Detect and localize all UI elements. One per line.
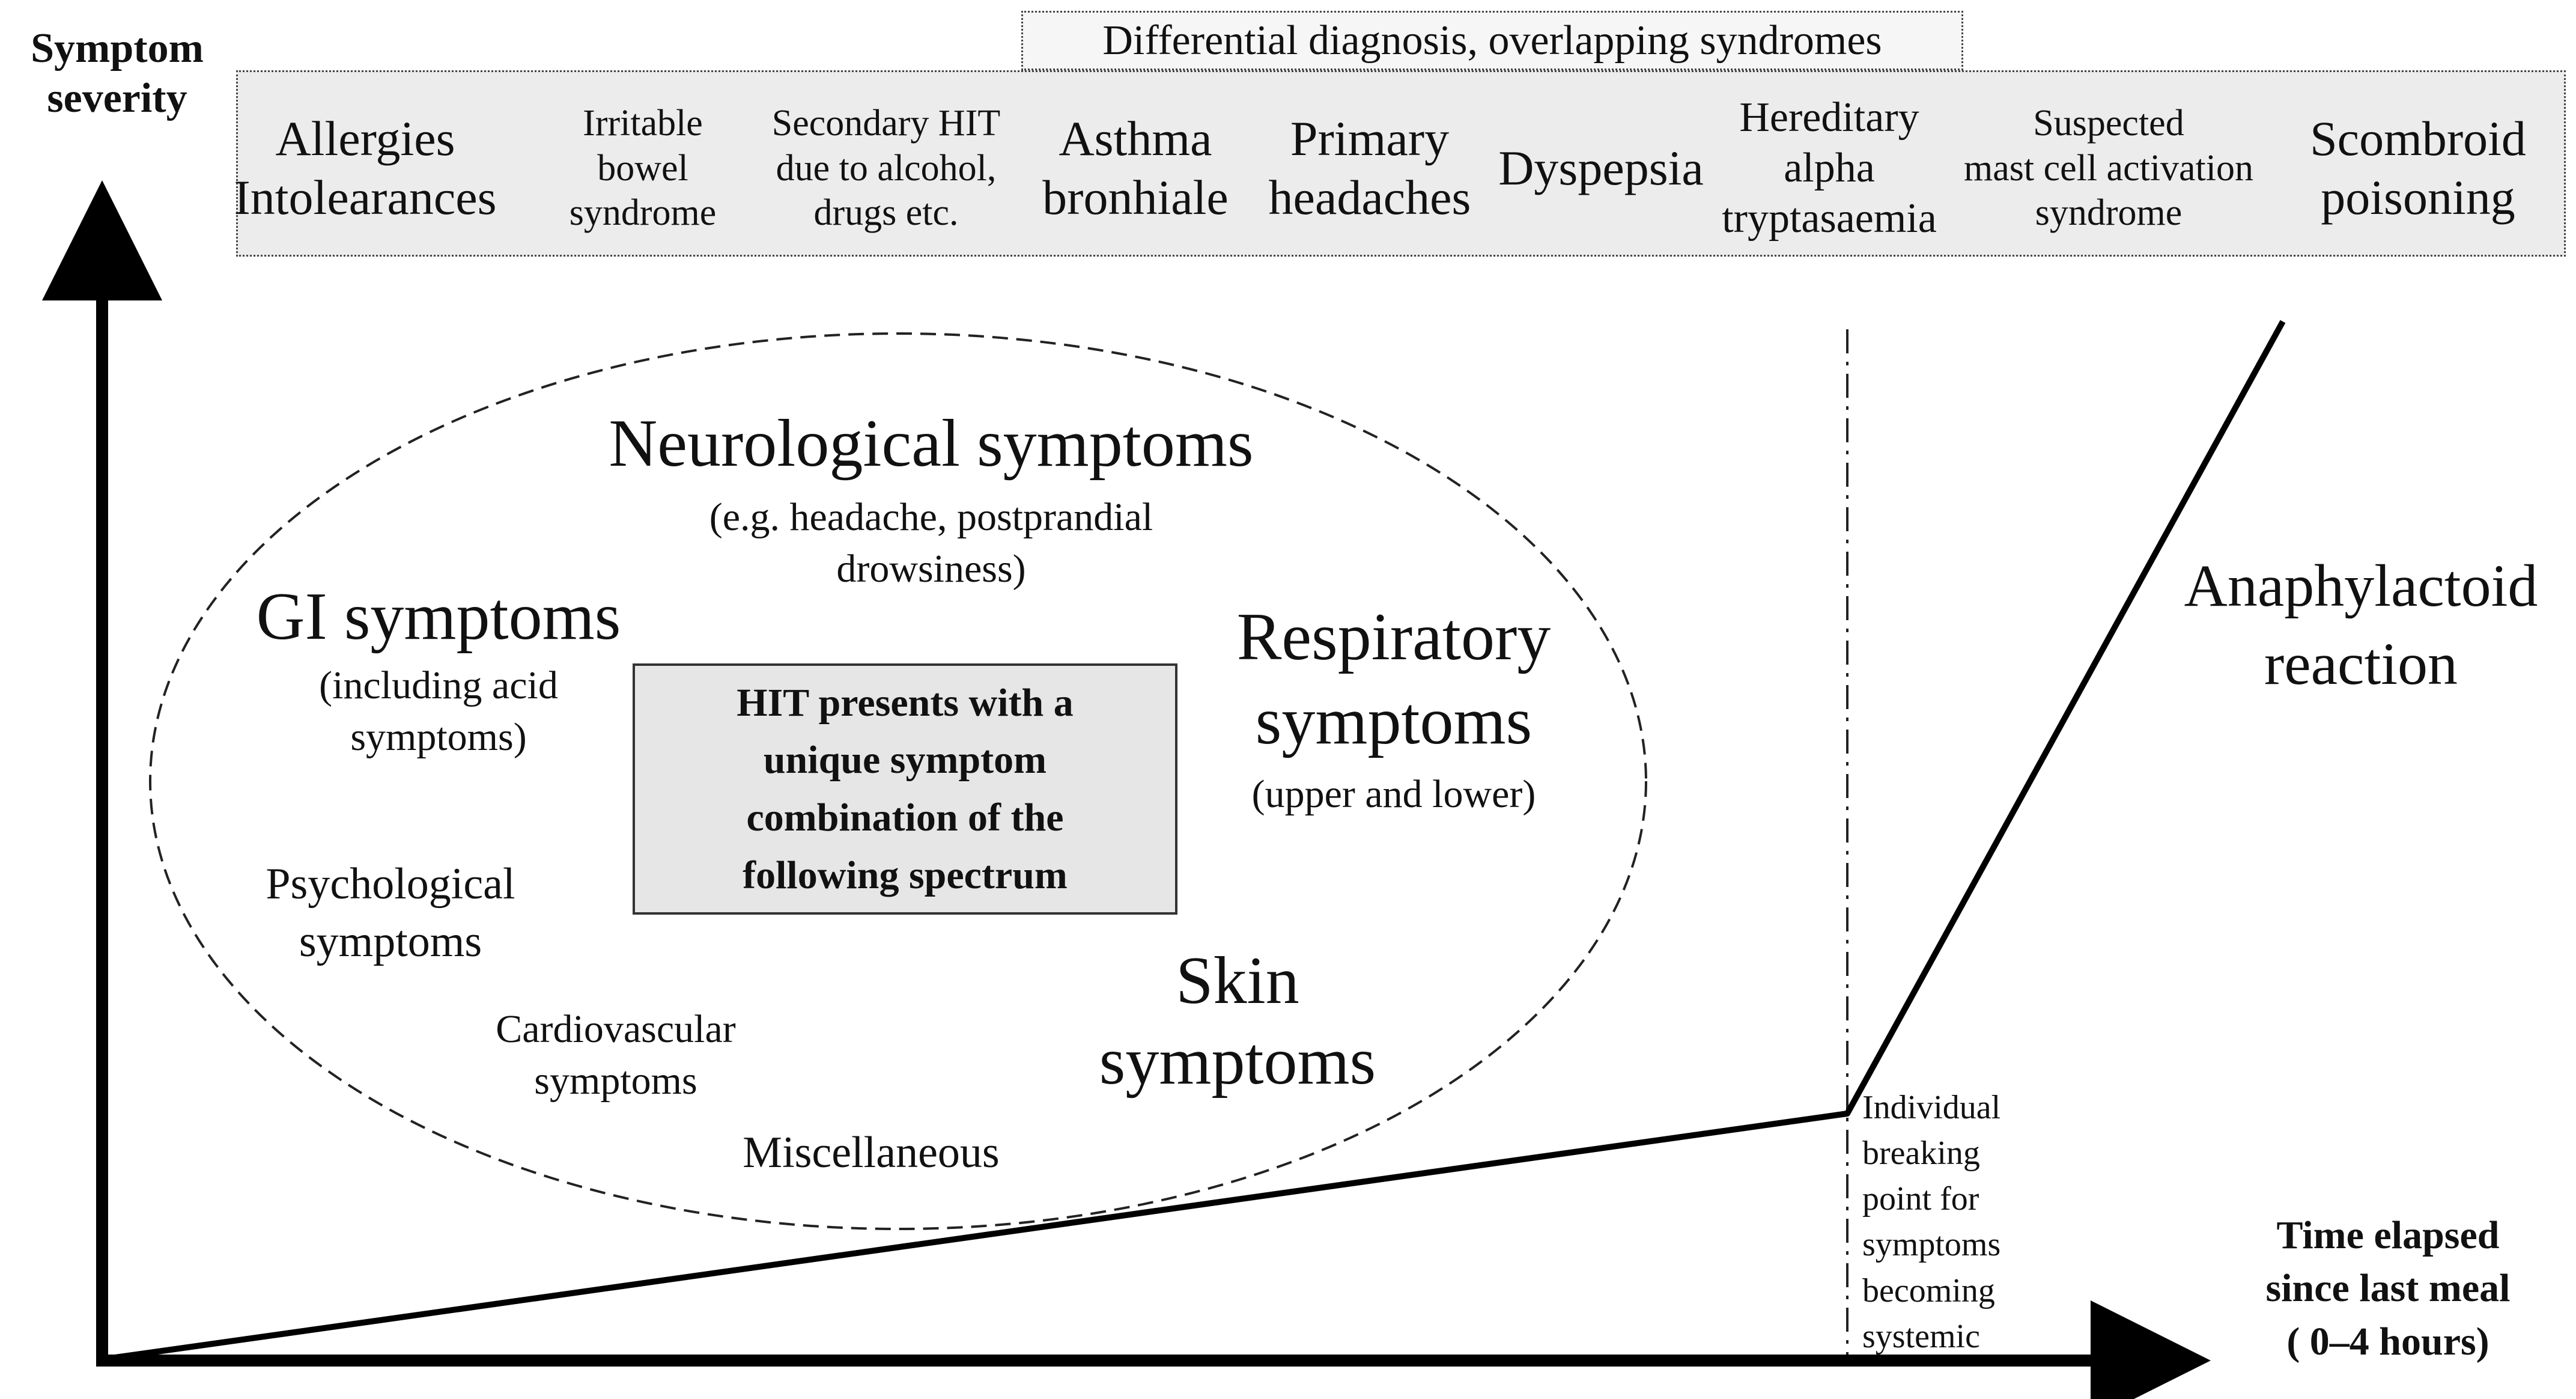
hit-center-box: HIT presents with a unique symptom combi… [633,663,1177,915]
breaking-point-label: Individual breaking point for symptoms b… [1862,1089,2001,1355]
dd-item-label: Suspected mast cell activation syndrome [1963,103,2254,234]
differential-diagnosis-title: Differential diagnosis, overlapping synd… [1021,11,1963,70]
dd-item-mcas: Suspected mast cell activation syndrome [1937,90,2280,246]
x-axis-label: Time elapsed since last meal ( 0–4 hours… [2265,1213,2511,1364]
miscellaneous-symptoms: Miscellaneous [743,1128,1000,1177]
dd-item-scombroid: Scombroid poisoning [2277,90,2559,246]
gi-symptoms-title: GI symptoms [256,579,621,654]
dd-item-dyspepsia: Dyspepsia [1484,90,1718,246]
dd-item-secondary-hit: Secondary HIT due to alcohol, drugs etc. [748,90,1024,246]
dd-item-asthma: Asthma bronhiale [1021,90,1250,246]
dd-item-ibs: Irritable bowel syndrome [541,90,745,246]
anaphylactoid-reaction-label: Anaphylactoid reaction [2184,552,2538,697]
dd-item-label: Dyspepsia [1498,140,1704,195]
severity-curve [102,320,2286,1362]
dd-item-hereditary-alpha-tryptasaemia: Hereditary alpha tryptasaemia [1703,90,1955,246]
dd-item-allergies: Allergies Intolearances [234,90,497,246]
dd-item-label: Hereditary alpha tryptasaemia [1722,94,1937,242]
cardiovascular-symptoms: Cardiovascular symptoms [496,1007,736,1103]
skin-symptoms: Skin symptoms [1099,943,1376,1099]
neurological-symptoms-sub: (e.g. headache, postprandial drowsiness) [709,495,1153,591]
dd-item-label: Scombroid poisoning [2310,111,2526,225]
dd-item-label: Asthma bronhiale [1042,111,1229,225]
y-axis-label: Symptom severity [31,25,204,121]
dd-item-label: Allergies Intolearances [234,111,497,225]
dd-item-primary-headaches: Primary headaches [1250,90,1490,246]
differential-diagnosis-box [236,70,2566,257]
symptom-spectrum-ellipse [149,332,1647,1230]
dd-item-label: Irritable bowel syndrome [569,103,717,234]
respiratory-symptoms-title: Respiratory symptoms [1236,600,1551,758]
gi-symptoms-sub: (including acid symptoms) [319,663,558,759]
dd-item-label: Secondary HIT due to alcohol, drugs etc. [771,103,1001,234]
psychological-symptoms: Psychological symptoms [266,859,515,967]
dd-item-label: Primary headaches [1268,111,1471,225]
neurological-symptoms-title: Neurological symptoms [609,406,1254,481]
respiratory-symptoms-sub: (upper and lower) [1251,772,1536,816]
